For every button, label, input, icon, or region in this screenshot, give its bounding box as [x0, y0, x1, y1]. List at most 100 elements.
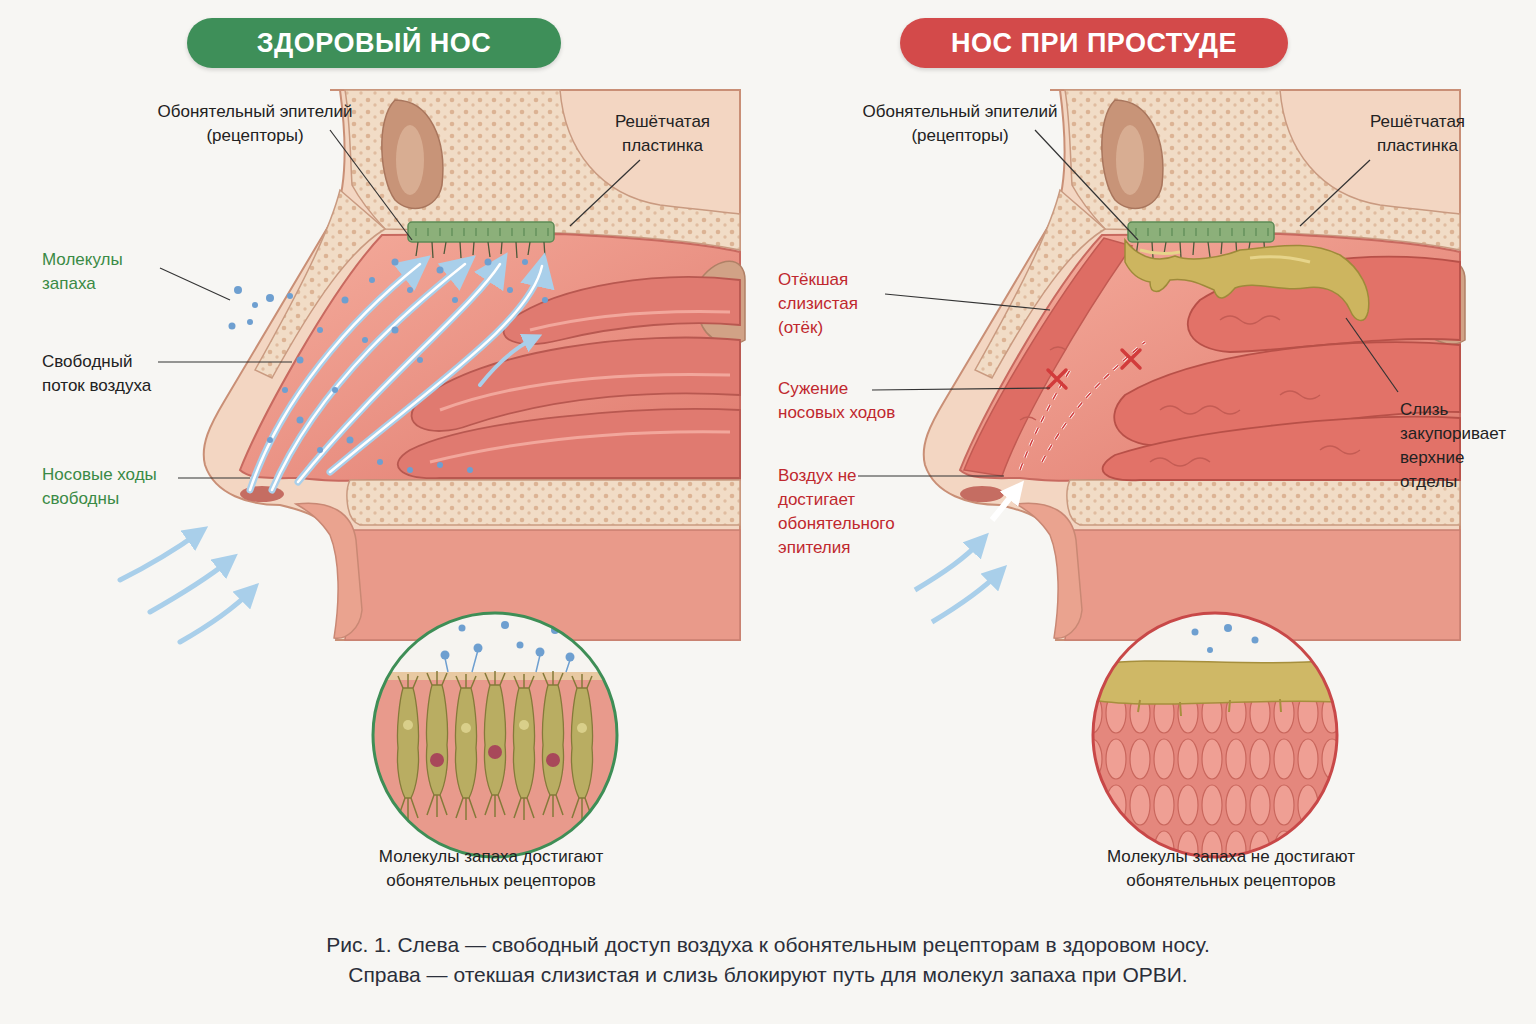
callout-label: Молекулы запаха [42, 248, 147, 296]
molecule [1252, 637, 1259, 644]
molecule [317, 447, 323, 453]
molecule [229, 323, 236, 330]
callout-label: Воздух не достигает обонятельного эпител… [778, 464, 900, 560]
right-nose [924, 90, 1465, 640]
molecule [1192, 629, 1199, 636]
molecule [441, 651, 450, 660]
molecule [459, 625, 466, 632]
callout-label: Слизь закупоривает верхние отделы [1400, 398, 1518, 494]
molecule [347, 437, 354, 444]
receptor-cell [542, 671, 563, 817]
callout-label: Отёкшая слизистая (отёк) [778, 268, 874, 340]
leader-line [160, 268, 230, 300]
nucleus [577, 723, 587, 733]
magnified-healthy [373, 613, 617, 857]
callout-label: Свободный поток воздуха [42, 350, 170, 398]
binding-line [445, 650, 570, 672]
nucleus [430, 753, 444, 767]
molecule [507, 287, 513, 293]
inferior-turbinate [398, 409, 740, 478]
heading-text: НОС ПРИ ПРОСТУДЕ [951, 28, 1237, 59]
molecule [342, 297, 349, 304]
air-arrow [120, 532, 200, 580]
molecule [522, 259, 528, 265]
cold-changes [915, 238, 1460, 622]
air-arrow-core [250, 264, 542, 490]
receptor-cell [513, 674, 534, 820]
molecule [437, 462, 443, 468]
receptor-cell [426, 671, 447, 817]
molecule [501, 621, 509, 629]
molecule [417, 357, 423, 363]
nucleus [488, 745, 502, 759]
molecule [282, 387, 288, 393]
leader-lines [158, 130, 1398, 478]
left-nose [204, 90, 745, 640]
molecule [362, 337, 368, 343]
mucus-drip [1138, 699, 1281, 716]
air-arrow [180, 590, 252, 642]
swollen-tissue [1093, 690, 1337, 857]
odor-molecules [397, 621, 594, 662]
air-arrow [330, 266, 542, 472]
turbinate-highlight [430, 312, 730, 462]
molecule [1224, 624, 1232, 632]
callout-label: Обонятельный эпителий (рецепторы) [840, 100, 1080, 148]
molecule [536, 648, 545, 657]
air-arrow [915, 540, 982, 590]
molecule [407, 467, 413, 473]
molecule [452, 297, 458, 303]
air-arrow [150, 560, 230, 612]
swelling-texture [1020, 316, 1360, 466]
molecule [287, 293, 293, 299]
leader-line [570, 160, 640, 226]
callout-label: Сужение носовых ходов [778, 377, 904, 425]
molecule [234, 286, 242, 294]
molecule [266, 294, 274, 302]
air-arrow [480, 338, 535, 385]
molecule [517, 642, 524, 649]
leader-line [858, 475, 1004, 476]
molecule [297, 417, 304, 424]
callout-label: Обонятельный эпителий (рецепторы) [135, 100, 375, 148]
mucus-highlight [1140, 250, 1310, 262]
magnifier-ring [373, 613, 617, 857]
leader-line [158, 361, 292, 362]
air-arrow [932, 572, 1000, 622]
blocked-path [1042, 342, 1145, 462]
molecule [1207, 647, 1213, 653]
leader-line [1300, 160, 1370, 226]
leader-line [1346, 318, 1398, 392]
molecule [317, 327, 323, 333]
mucus-layer [1093, 660, 1337, 704]
receptor-cell [397, 674, 418, 820]
receptor-cell [571, 674, 592, 820]
heading-pill: НОС ПРИ ПРОСТУДЕ [900, 18, 1288, 68]
heading-pill: ЗДОРОВЫЙ НОС [187, 18, 561, 68]
molecule [247, 319, 253, 325]
nucleus [546, 753, 560, 767]
callout-label: Носовые ходы свободны [42, 463, 174, 511]
blocked-path [1042, 342, 1145, 462]
leader-line [330, 130, 412, 240]
molecule [332, 387, 338, 393]
molecule [566, 653, 575, 662]
molecule [485, 259, 492, 266]
airflow [120, 264, 542, 642]
callout-label: Решётчатая пластинка [1355, 110, 1480, 158]
air-arrow [272, 264, 465, 490]
molecule [474, 644, 483, 653]
magnifier-ring [1093, 613, 1337, 857]
callout-label: Решётчатая пластинка [600, 110, 725, 158]
molecule [267, 437, 273, 443]
molecule [392, 327, 399, 334]
molecule [252, 302, 258, 308]
air-space [373, 613, 617, 857]
magnified-cold [1093, 613, 1337, 857]
odor-molecules [229, 259, 549, 474]
molecule [587, 637, 594, 644]
molecule [377, 459, 383, 465]
molecule [369, 277, 375, 283]
